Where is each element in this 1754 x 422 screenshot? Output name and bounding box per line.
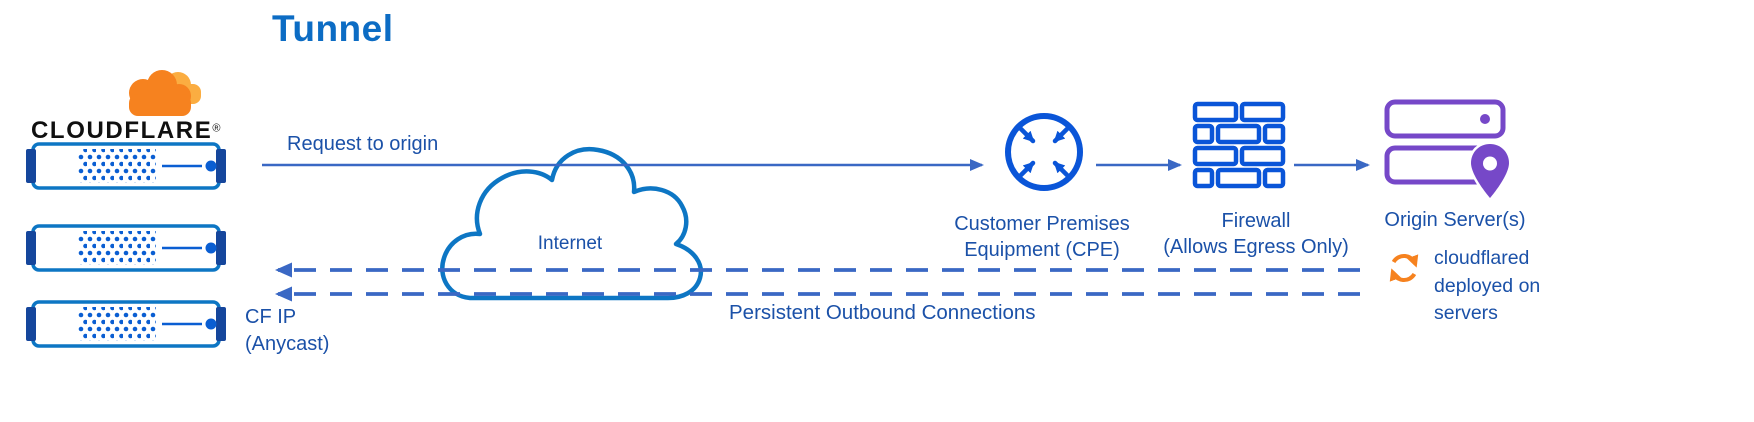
cpe-label: Customer Premises Equipment (CPE) <box>924 211 1160 263</box>
origin-server-label: Origin Server(s) <box>1384 209 1526 231</box>
edge-server-icon-3 <box>24 298 228 350</box>
page-title: Tunnel <box>272 8 394 49</box>
edge-server-icon-2 <box>24 222 228 274</box>
cpe-router-icon <box>1005 113 1083 191</box>
cloudflared-note-line2: deployed on <box>1434 274 1541 297</box>
internet-cloud-icon <box>440 147 704 301</box>
location-pin-icon <box>1468 141 1512 202</box>
cloudflare-wordmark: CLOUDFLARE® <box>31 117 220 145</box>
cloudflared-note-line3: servers <box>1434 302 1498 324</box>
firewall-label: Firewall (Allows Egress Only) <box>1148 208 1364 260</box>
firewall-label-line1: Firewall <box>1221 210 1291 232</box>
firewall-icon <box>1192 101 1286 189</box>
firewall-label-line2: (Allows Egress Only) <box>1163 236 1349 258</box>
cpe-label-line1: Customer Premises <box>954 213 1130 235</box>
cloudflared-note-line1: cloudflared <box>1434 247 1530 269</box>
cf-ip-label: CF IP (Anycast) <box>245 304 329 358</box>
registered-mark: ® <box>212 122 221 135</box>
internet-label: Internet <box>537 233 603 254</box>
persistent-outbound-label: Persistent Outbound Connections <box>729 301 1036 324</box>
cloudflared-note: cloudflared deployed on servers <box>1434 245 1540 328</box>
cpe-label-line2: Equipment (CPE) <box>964 239 1120 261</box>
origin-server-icon <box>1384 99 1512 202</box>
request-to-origin-label: Request to origin <box>287 133 439 155</box>
cf-ip-label-line2: (Anycast) <box>245 333 330 355</box>
edge-server-icon-1 <box>24 140 228 192</box>
cloudflare-logo-icon <box>129 70 201 116</box>
brand-name: CLOUDFLARE <box>31 117 213 144</box>
cf-ip-label-line1: CF IP <box>245 306 297 328</box>
cloudflared-sync-icon <box>1389 254 1419 282</box>
